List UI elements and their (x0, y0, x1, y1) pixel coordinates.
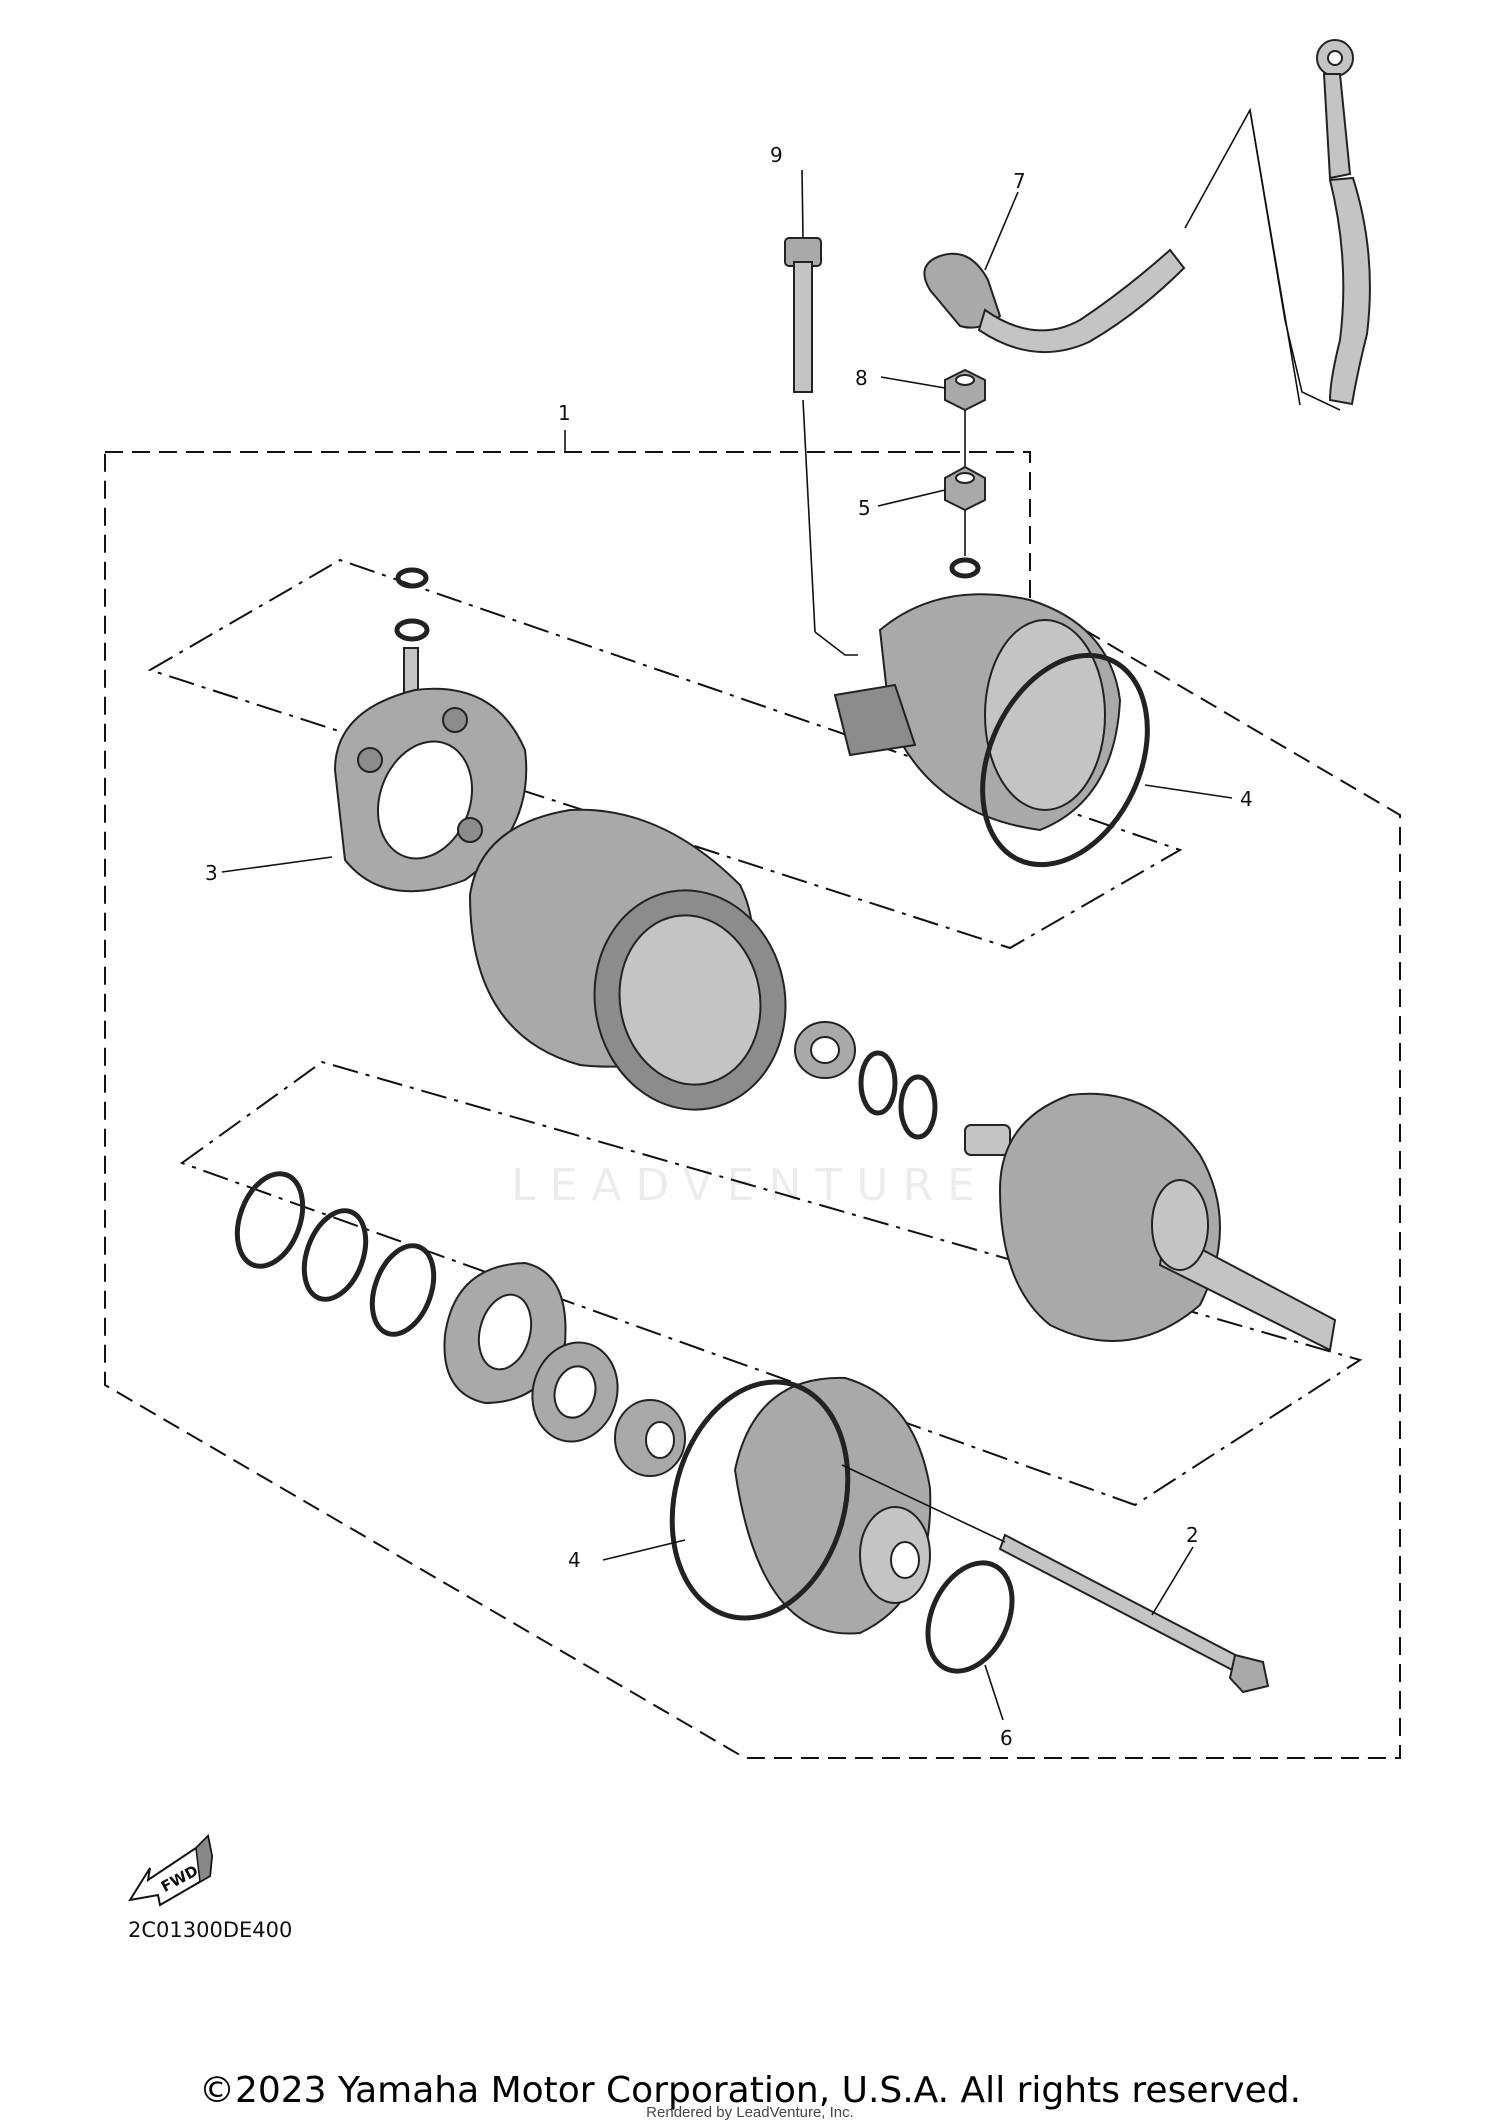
callout-4-upper: 4 (1240, 787, 1253, 811)
nut-part-5[interactable] (944, 465, 986, 512)
rendered-by-credit: Rendered by LeadVenture, Inc. (646, 2104, 854, 2121)
callout-5: 5 (858, 496, 871, 520)
washer-lower-1 (234, 1171, 306, 1269)
o-ring-part-4-lower[interactable] (647, 1362, 873, 1638)
bushing-middle[interactable] (794, 1021, 856, 1079)
bearing[interactable] (521, 1333, 628, 1451)
washer-lower-2 (301, 1208, 369, 1302)
watermark-text: LEADVENTURE (511, 1160, 989, 1211)
thrust-washer-b (898, 1074, 938, 1140)
callout-3: 3 (205, 861, 218, 885)
bolt-part-9[interactable] (784, 237, 858, 656)
front-end-cover[interactable] (733, 1376, 932, 1635)
callout-6: 6 (1000, 1726, 1013, 1750)
brush-holder-part-3[interactable] (333, 647, 528, 893)
callout-1: 1 (558, 401, 571, 425)
callout-7: 7 (1013, 169, 1026, 193)
lower-brush-plate[interactable] (443, 1261, 567, 1405)
callout-8: 8 (855, 366, 868, 390)
callout-4-lower: 4 (568, 1548, 581, 1572)
armature[interactable] (964, 1092, 1337, 1352)
assembly-boundary (104, 451, 1401, 1759)
callout-2: 2 (1186, 1523, 1199, 1547)
starter-cable-part-7[interactable] (923, 39, 1371, 411)
thrust-washer-a (858, 1050, 898, 1116)
yoke-housing[interactable] (468, 808, 803, 1125)
washer-lower-3 (369, 1243, 437, 1337)
callout-9: 9 (770, 143, 783, 167)
diagram-code: 2C01300DE400 (128, 1918, 293, 1942)
upper-subgroup-boundary (147, 558, 1183, 950)
copyright-notice: ©2023 Yamaha Motor Corporation, U.S.A. A… (198, 2070, 1302, 2111)
o-ring-part-4-upper[interactable] (951, 629, 1180, 892)
bushing-lower[interactable] (614, 1399, 686, 1477)
nut-part-8[interactable] (944, 368, 986, 412)
washer-small-second (394, 618, 430, 642)
through-bolt-part-2[interactable] (998, 1533, 1270, 1694)
o-ring-part-6[interactable] (911, 1549, 1028, 1684)
washer (949, 557, 981, 579)
fwd-arrow-icon: FWD (127, 1833, 214, 1907)
washer-small-top (395, 567, 429, 589)
rear-end-cover[interactable] (833, 593, 1122, 832)
